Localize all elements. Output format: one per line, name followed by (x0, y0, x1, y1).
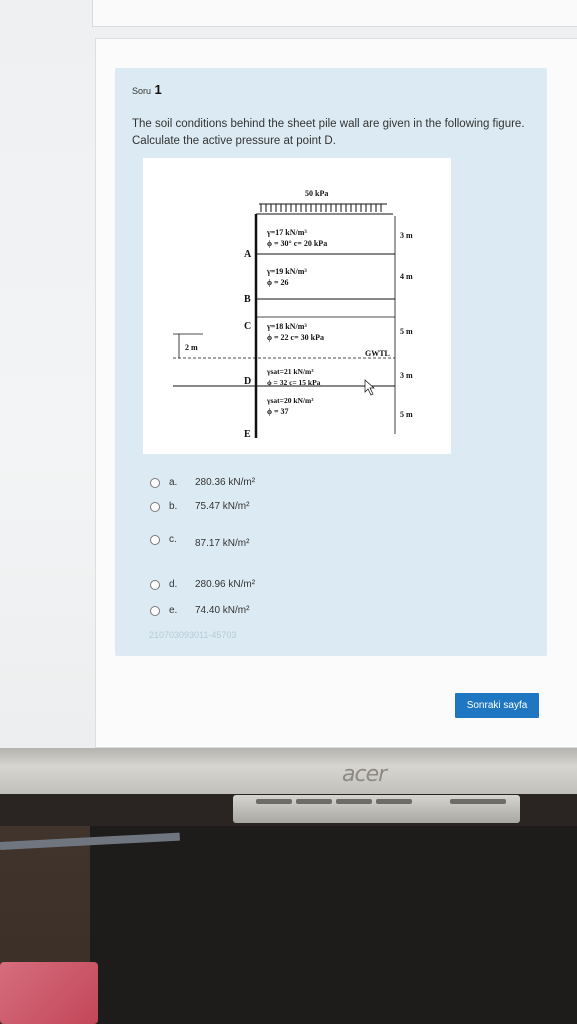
monitor-power-button (450, 799, 506, 804)
option-a-value: 280.36 kN/m² (195, 477, 256, 488)
layer4-thickness: 3 m (400, 371, 413, 380)
option-c-value: 87.17 kN/m² (195, 538, 250, 549)
layer2-thickness: 4 m (400, 272, 413, 281)
question-label: Soru 1 (132, 82, 162, 97)
point-e-label: E (244, 429, 251, 440)
next-page-button[interactable]: Sonraki sayfa (455, 693, 539, 718)
radio-c[interactable] (150, 534, 160, 545)
option-b-value: 75.47 kN/m² (195, 501, 250, 512)
soil-profile-figure: 50 kPa (143, 158, 451, 454)
surcharge-arrows (260, 204, 382, 212)
layer4-strength: ϕ = 32 c= 15 kPa (267, 378, 321, 387)
monitor-bezel (0, 748, 577, 794)
layer2-strength: ϕ = 26 (267, 278, 289, 287)
point-a-label: A (244, 249, 252, 260)
monitor-stand (90, 826, 577, 1024)
option-d-value: 280.96 kN/m² (195, 579, 256, 590)
point-c-label: C (244, 321, 251, 332)
layer3-unit-weight: γ=18 kN/m³ (266, 322, 307, 331)
pencil-case-object (0, 962, 98, 1024)
layer4-unit-weight: γsat=21 kN/m³ (266, 367, 314, 376)
option-c[interactable]: c. 87.17 kN/m² (150, 530, 249, 549)
layer5-strength: ϕ = 37 (267, 407, 289, 416)
layer2-unit-weight: γ=19 kN/m³ (266, 267, 307, 276)
layer3-strength: ϕ = 22 c= 30 kPa (267, 333, 324, 342)
layer1-unit-weight: γ=17 kN/m³ (266, 228, 307, 237)
radio-d[interactable] (150, 579, 160, 590)
question-label-prefix: Soru (132, 86, 152, 96)
layer5-unit-weight: γsat=20 kN/m³ (266, 396, 314, 405)
option-b-letter: b. (169, 501, 178, 512)
option-c-letter: c. (169, 534, 177, 545)
option-d[interactable]: d. 280.96 kN/m² (150, 579, 255, 590)
option-b[interactable]: b. 75.47 kN/m² (150, 501, 249, 512)
option-e-value: 74.40 kN/m² (195, 605, 250, 616)
point-b-label: B (244, 294, 251, 305)
option-a-letter: a. (169, 477, 178, 488)
option-d-letter: d. (169, 579, 178, 590)
question-number: 1 (154, 82, 162, 97)
option-a[interactable]: a. 280.36 kN/m² (150, 477, 255, 488)
radio-b[interactable] (150, 501, 160, 512)
monitor-button-1 (256, 799, 292, 804)
mouse-cursor-icon (364, 379, 375, 396)
monitor-button-3 (336, 799, 372, 804)
monitor-button-2 (296, 799, 332, 804)
question-text: The soil conditions behind the sheet pil… (132, 118, 525, 147)
soil-profile-diagram: 50 kPa (173, 189, 413, 440)
point-d-label: D (244, 376, 251, 387)
option-e-letter: e. (169, 605, 178, 616)
surcharge-label: 50 kPa (305, 189, 328, 198)
previous-card (92, 0, 577, 27)
gwt-label: GWTL (365, 349, 390, 358)
browser-screen: Soru 1 The soil conditions behind the sh… (0, 0, 577, 748)
excavation-depth-label: 2 m (185, 343, 198, 352)
layer5-thickness: 5 m (400, 410, 413, 419)
option-e[interactable]: e. 74.40 kN/m² (150, 605, 249, 616)
question-id: 210703093011-45703 (149, 630, 237, 640)
monitor-brand-logo: acer (342, 762, 387, 787)
layer1-strength: ϕ = 30° c= 20 kPa (267, 239, 327, 248)
radio-a[interactable] (150, 477, 160, 488)
monitor-button-4 (376, 799, 412, 804)
layer1-thickness: 3 m (400, 231, 413, 240)
layer3-thickness: 5 m (400, 327, 413, 336)
radio-e[interactable] (150, 605, 160, 616)
